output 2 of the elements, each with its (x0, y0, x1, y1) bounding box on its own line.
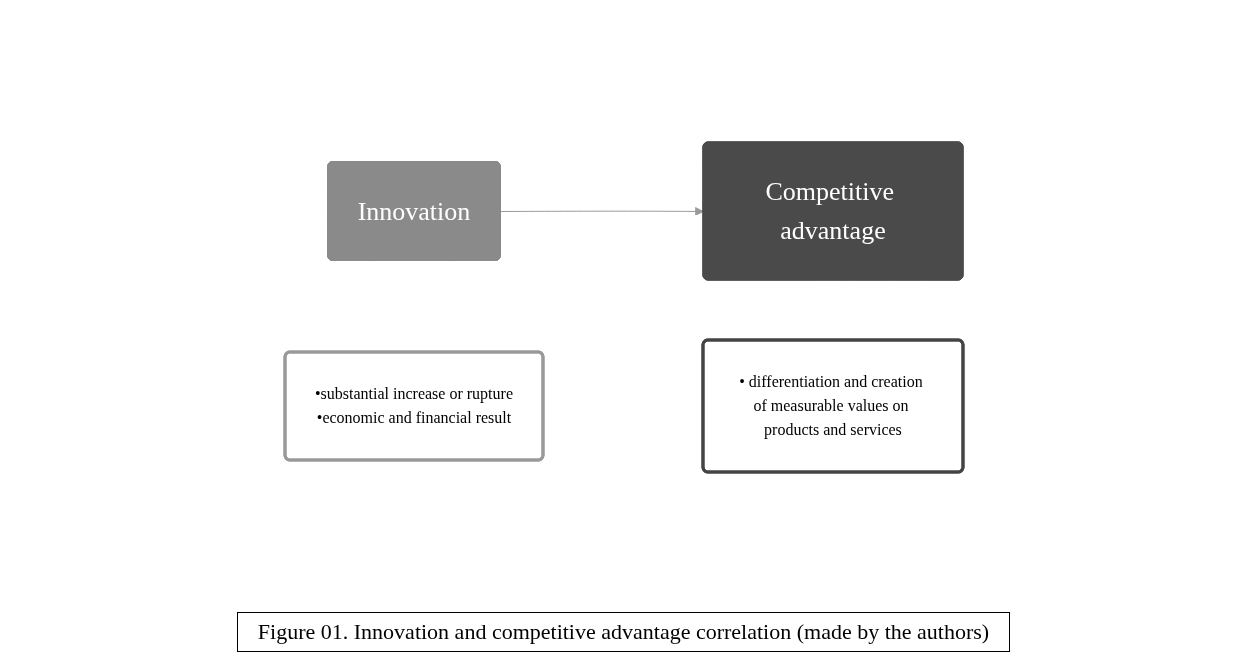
arrow (499, 207, 704, 216)
figure-caption: Figure 01. Innovation and competitive advantage correlation (made by the authors) (236, 612, 1011, 652)
